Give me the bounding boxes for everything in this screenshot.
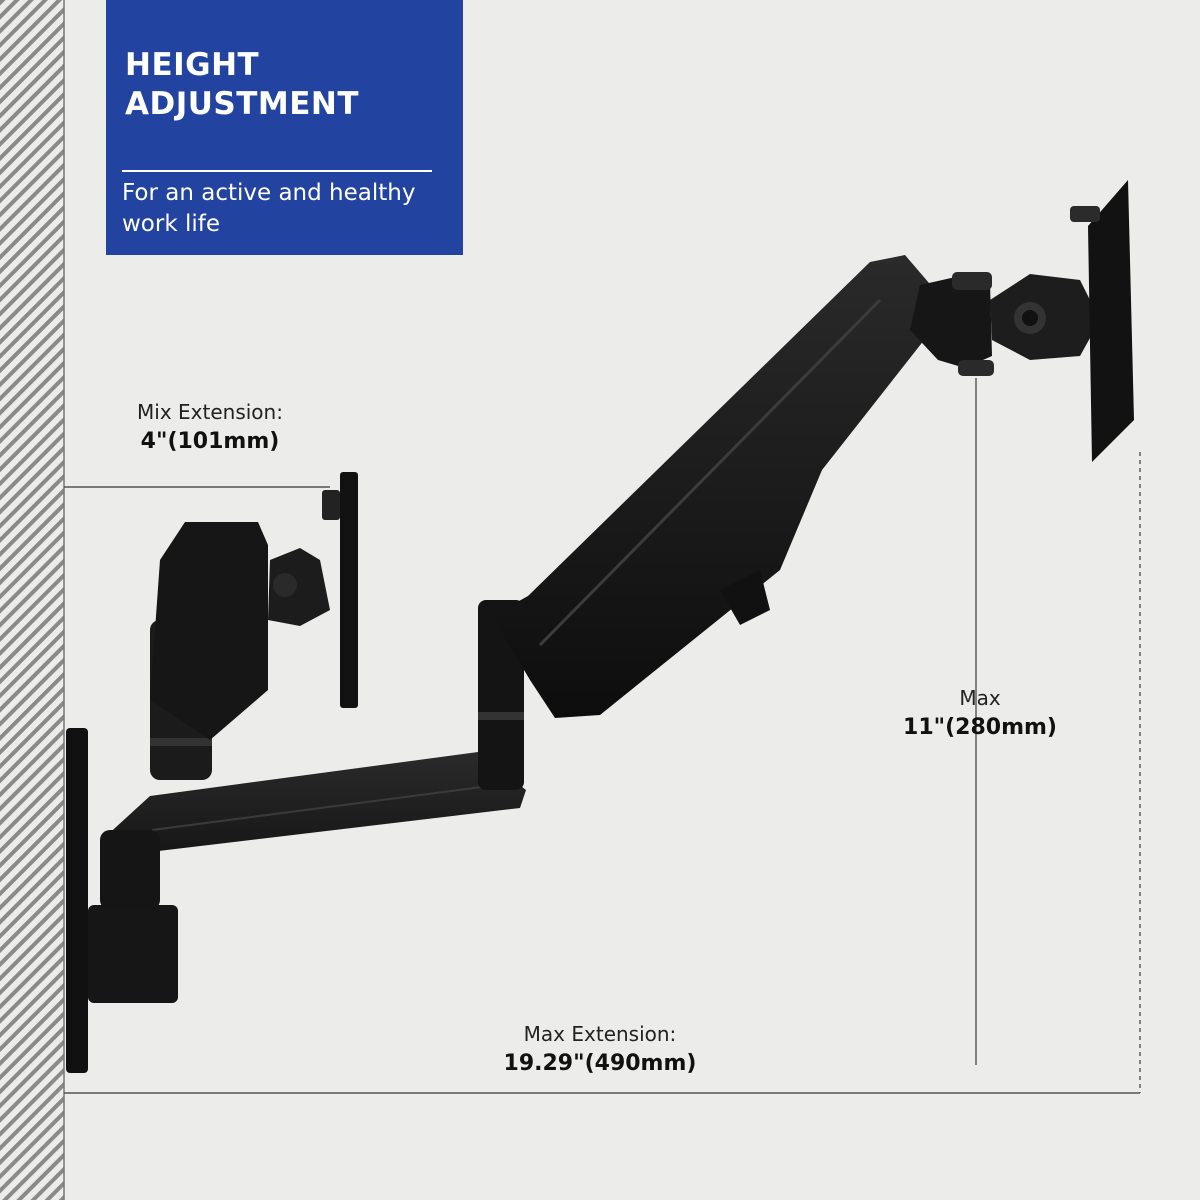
min-extension-label: Mix Extension: 4"(101mm) xyxy=(95,398,325,456)
banner-title: HEIGHT ADJUSTMENT xyxy=(125,47,360,122)
max-extension-caption: Max Extension: xyxy=(523,1022,677,1046)
feature-banner: HEIGHT ADJUSTMENT For an active and heal… xyxy=(106,0,463,255)
folded-arm xyxy=(150,472,358,780)
banner-divider xyxy=(122,170,432,172)
max-height-caption: Max xyxy=(959,686,1001,710)
dimension-lines xyxy=(64,378,1141,1094)
max-extension-label: Max Extension: 19.29"(490mm) xyxy=(470,1020,730,1078)
min-extension-value: 4"(101mm) xyxy=(140,429,280,454)
max-extension-value: 19.29"(490mm) xyxy=(503,1051,697,1076)
wall-hatch xyxy=(0,0,64,1200)
min-extension-caption: Mix Extension: xyxy=(137,400,283,424)
gas-spring-arm xyxy=(492,255,935,718)
max-height-value: 11"(280mm) xyxy=(903,715,1057,740)
wall-plate xyxy=(66,728,178,1073)
max-height-label: Max 11"(280mm) xyxy=(890,684,1070,742)
lower-arm xyxy=(100,600,526,910)
banner-subtitle: For an active and healthy work life xyxy=(122,180,416,237)
tilt-head xyxy=(910,180,1134,462)
